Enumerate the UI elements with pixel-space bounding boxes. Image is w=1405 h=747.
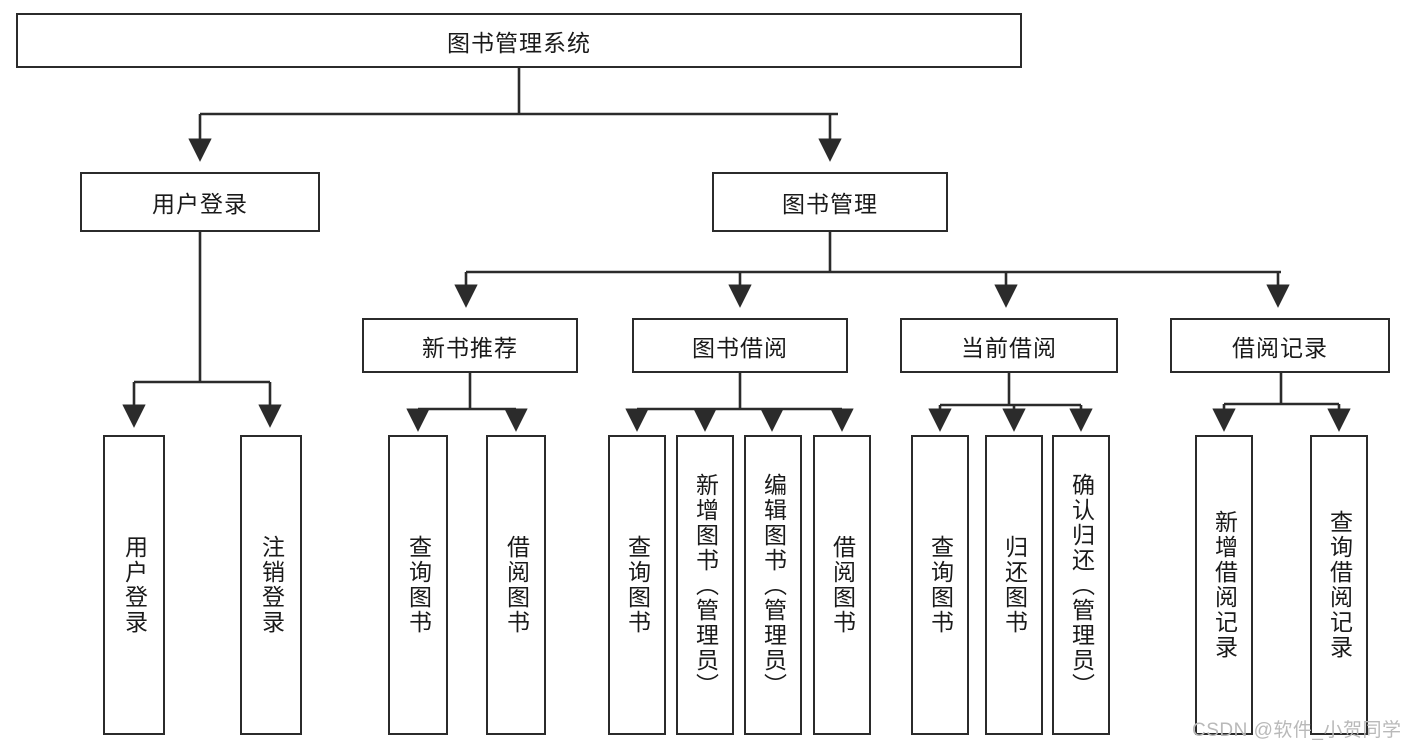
- leaf-user-logout[interactable]: 注销登录: [240, 435, 302, 735]
- node-label: 用户登录: [121, 535, 148, 635]
- leaf-user-login[interactable]: 用户登录: [103, 435, 165, 735]
- node-label: 借阅记录: [1232, 334, 1328, 361]
- node-label: 注销登录: [258, 535, 285, 635]
- node-book-management[interactable]: 图书管理: [712, 172, 948, 232]
- leaf-recommend-query-book[interactable]: 查询图书: [388, 435, 448, 735]
- leaf-current-query-book[interactable]: 查询图书: [911, 435, 969, 735]
- node-label: 图书管理: [782, 191, 878, 217]
- node-label: 新增图书（管理员）: [692, 472, 719, 698]
- leaf-current-confirm-return-admin[interactable]: 确认归还（管理员）: [1052, 435, 1110, 735]
- watermark-text: CSDN @软件_小贺同学: [1192, 720, 1402, 741]
- node-label: 查询图书: [927, 535, 954, 635]
- leaf-borrow-query-book[interactable]: 查询图书: [608, 435, 666, 735]
- node-user-login[interactable]: 用户登录: [80, 172, 320, 232]
- node-label: 新增借阅记录: [1211, 510, 1238, 660]
- node-label: 编辑图书（管理员）: [760, 472, 787, 698]
- node-label: 查询图书: [405, 535, 432, 635]
- leaf-borrow-borrow-book[interactable]: 借阅图书: [813, 435, 871, 735]
- node-label: 查询借阅记录: [1326, 510, 1353, 660]
- node-label: 当前借阅: [961, 334, 1057, 361]
- node-label: 用户登录: [152, 191, 248, 217]
- node-current-borrow[interactable]: 当前借阅: [900, 318, 1118, 373]
- node-label: 归还图书: [1001, 535, 1028, 635]
- node-label: 查询图书: [624, 535, 651, 635]
- leaf-recommend-borrow-book[interactable]: 借阅图书: [486, 435, 546, 735]
- leaf-record-query-borrow-record[interactable]: 查询借阅记录: [1310, 435, 1368, 735]
- leaf-borrow-edit-book-admin[interactable]: 编辑图书（管理员）: [744, 435, 802, 735]
- node-root-system[interactable]: 图书管理系统: [16, 13, 1022, 68]
- node-label: 确认归还（管理员）: [1068, 472, 1095, 698]
- leaf-borrow-add-book-admin[interactable]: 新增图书（管理员）: [676, 435, 734, 735]
- leaf-current-return-book[interactable]: 归还图书: [985, 435, 1043, 735]
- node-label: 借阅图书: [829, 535, 856, 635]
- node-label: 借阅图书: [503, 535, 530, 635]
- node-book-borrow[interactable]: 图书借阅: [632, 318, 848, 373]
- leaf-record-add-borrow-record[interactable]: 新增借阅记录: [1195, 435, 1253, 735]
- node-label: 新书推荐: [422, 334, 518, 361]
- node-borrow-record[interactable]: 借阅记录: [1170, 318, 1390, 373]
- node-label: 图书借阅: [692, 334, 788, 361]
- node-label: 图书管理系统: [447, 29, 591, 56]
- node-new-book-recommend[interactable]: 新书推荐: [362, 318, 578, 373]
